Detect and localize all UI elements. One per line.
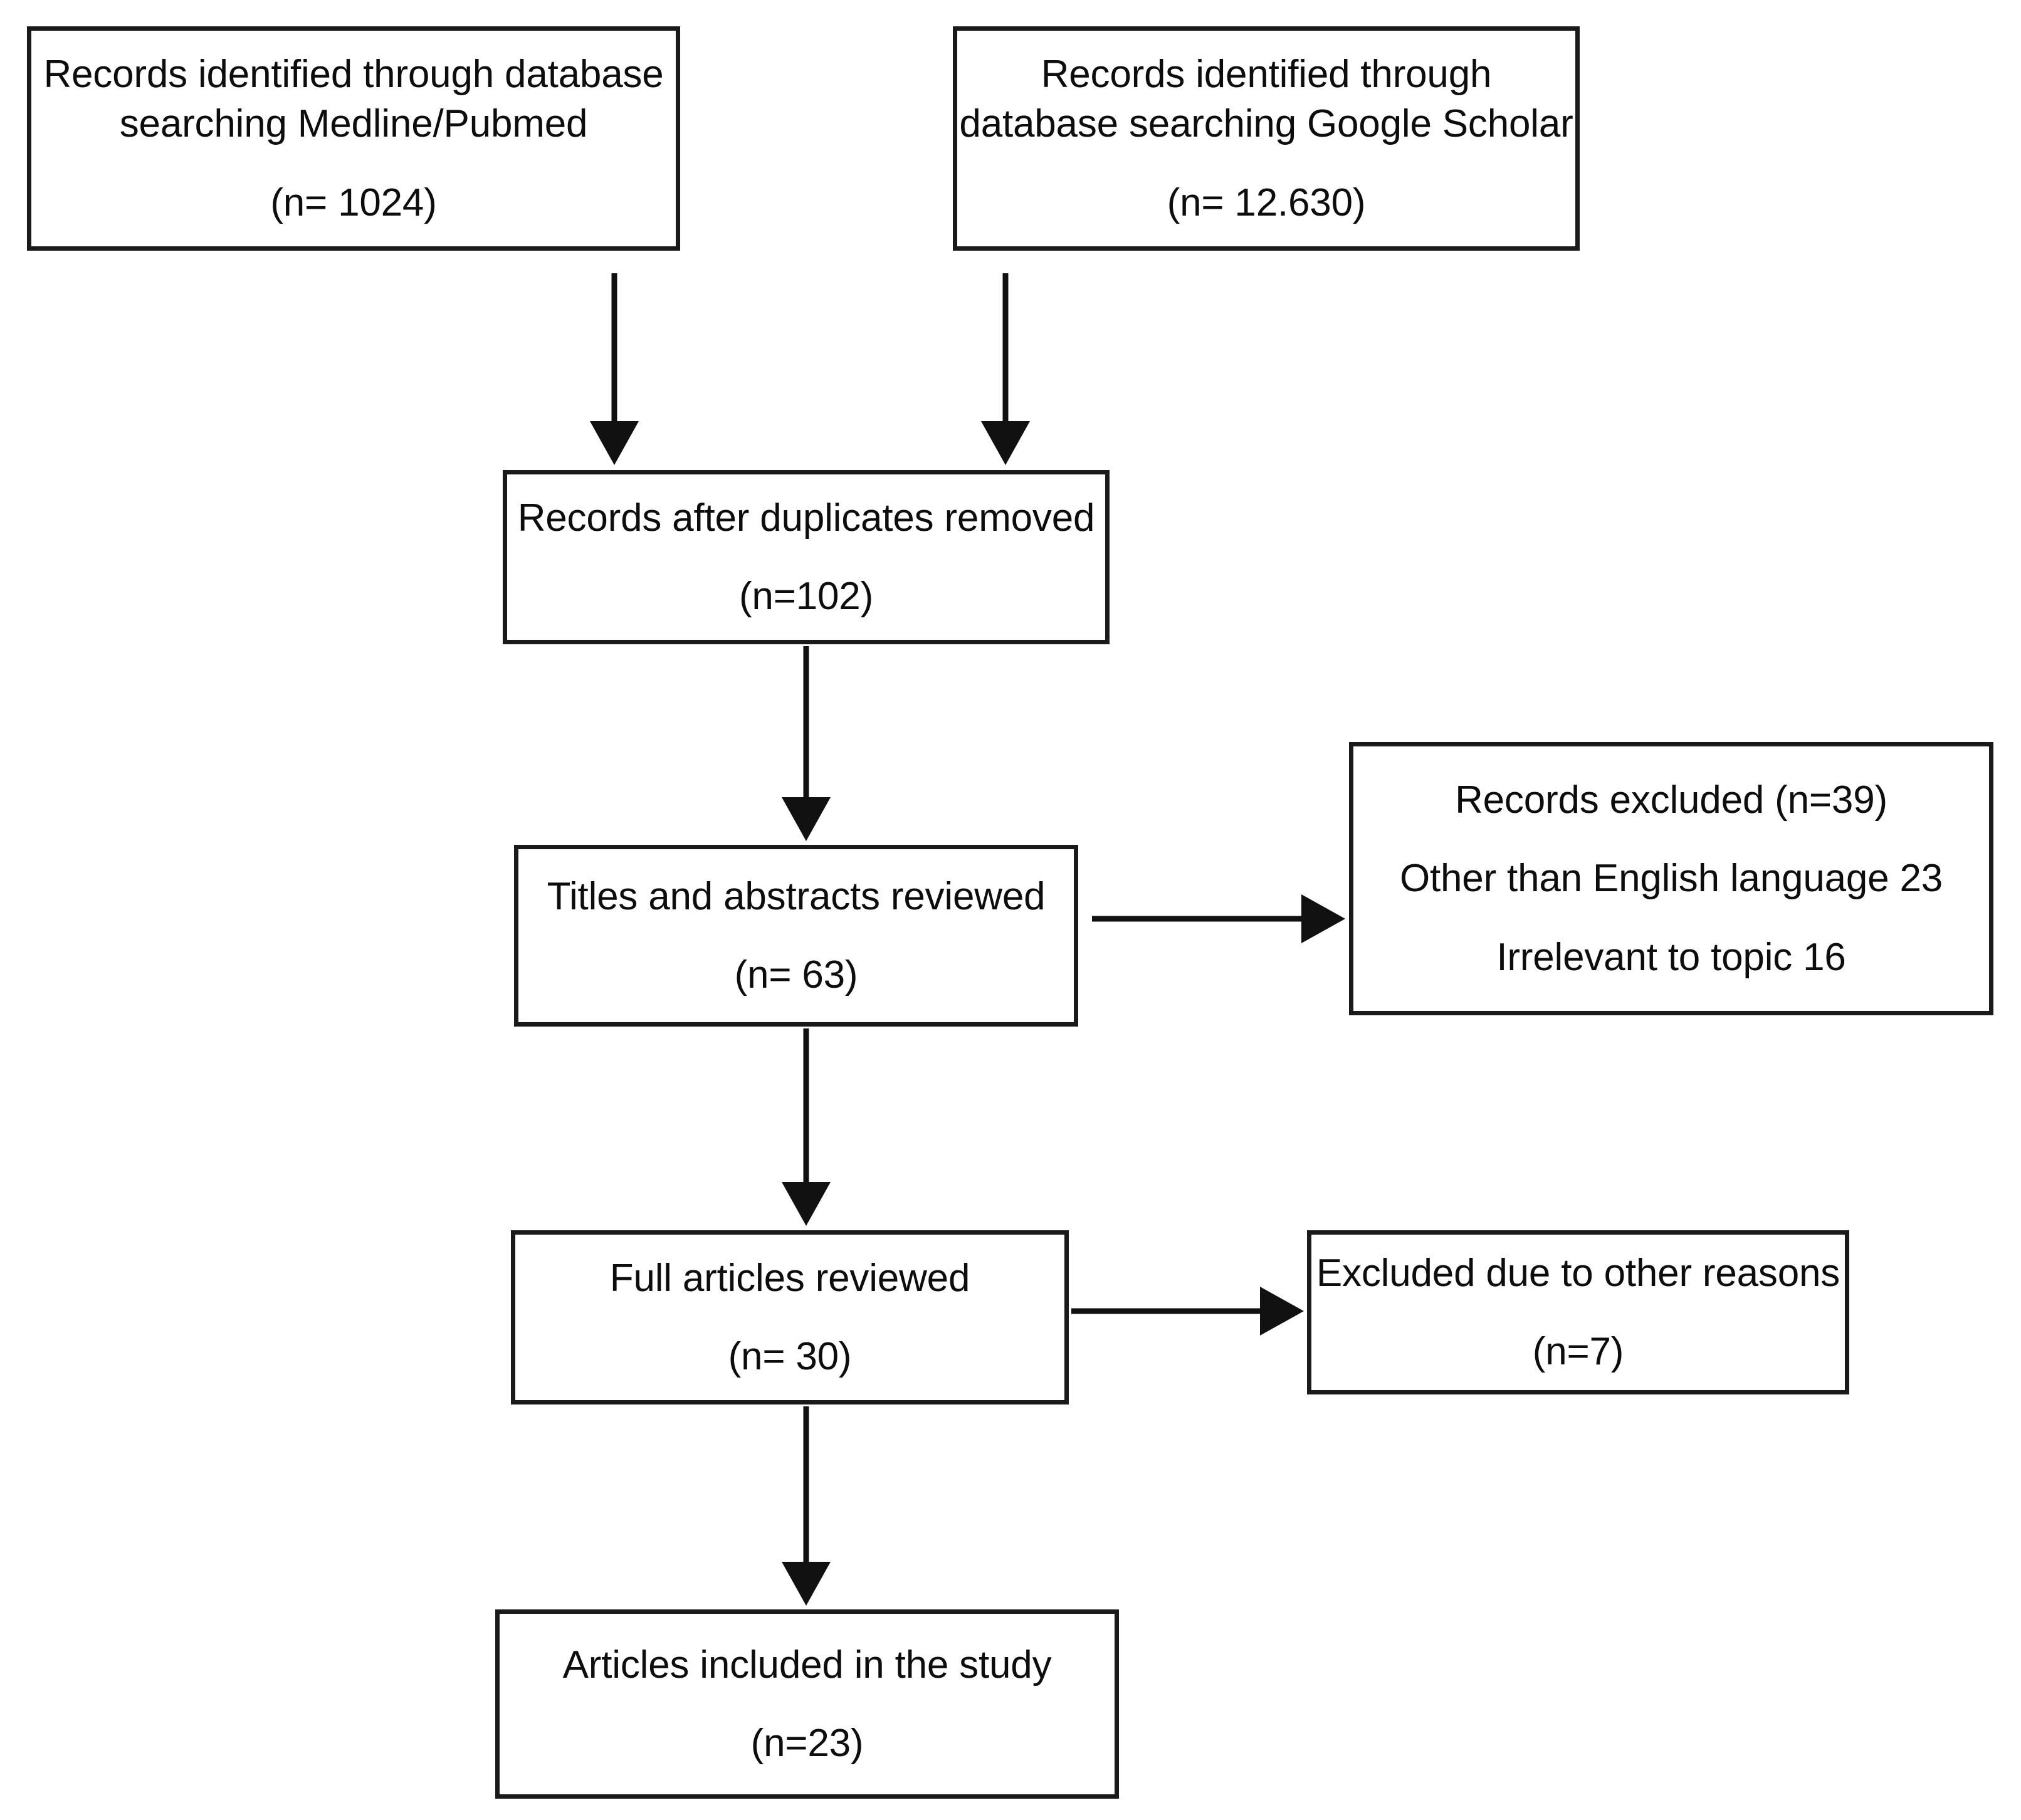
node-titles-line-1: Titles and abstracts reviewed [547, 874, 1046, 918]
node-medline-count: (n= 1024) [270, 180, 437, 224]
arrow-dedup-to-titles [782, 646, 831, 841]
node-other-excluded-count: (n=7) [1532, 1330, 1624, 1373]
node-excluded-other-reasons: Excluded due to other reasons (n=7) [1307, 1230, 1849, 1394]
arrow-fulltext-to-other-excluded [1071, 1287, 1304, 1336]
node-titles-count: (n= 63) [734, 953, 858, 996]
arrow-scholar-to-dedup [981, 273, 1030, 465]
node-other-excluded-line-1: Excluded due to other reasons [1316, 1251, 1840, 1295]
node-records-identified-google-scholar: Records identified through database sear… [953, 26, 1580, 251]
node-dedup-line-1: Records after duplicates removed [517, 496, 1095, 540]
node-excluded-line-3: Irrelevant to topic 16 [1496, 935, 1846, 979]
node-included-count: (n=23) [750, 1722, 864, 1765]
node-medline-line-1: Records identified through database [43, 52, 664, 96]
arrow-medline-to-dedup [590, 273, 639, 465]
arrow-titles-to-records-excluded [1092, 894, 1345, 943]
node-medline-line-2: searching Medline/Pubmed [119, 102, 588, 146]
arrow-fulltext-to-included [782, 1406, 831, 1606]
node-scholar-line-1: Records identified through [1041, 52, 1492, 96]
node-records-identified-medline: Records identified through database sear… [27, 26, 680, 251]
node-fulltext-line-1: Full articles reviewed [609, 1256, 970, 1300]
node-excluded-line-1: Records excluded (n=39) [1455, 778, 1887, 822]
node-full-articles-reviewed: Full articles reviewed (n= 30) [511, 1230, 1069, 1404]
node-records-after-duplicates-removed: Records after duplicates removed (n=102) [503, 470, 1110, 644]
node-fulltext-count: (n= 30) [728, 1335, 852, 1378]
node-records-excluded: Records excluded (n=39) Other than Engli… [1349, 742, 1993, 1015]
node-included-line-1: Articles included in the study [562, 1643, 1052, 1687]
node-excluded-line-2: Other than English language 23 [1399, 857, 1943, 901]
node-titles-and-abstracts-reviewed: Titles and abstracts reviewed (n= 63) [514, 845, 1078, 1027]
node-scholar-line-2: database searching Google Scholar [959, 102, 1573, 146]
node-articles-included-in-study: Articles included in the study (n=23) [495, 1609, 1119, 1799]
node-dedup-count: (n=102) [738, 575, 874, 618]
arrow-titles-to-fulltext [782, 1028, 831, 1226]
node-scholar-count: (n= 12.630) [1167, 180, 1366, 224]
